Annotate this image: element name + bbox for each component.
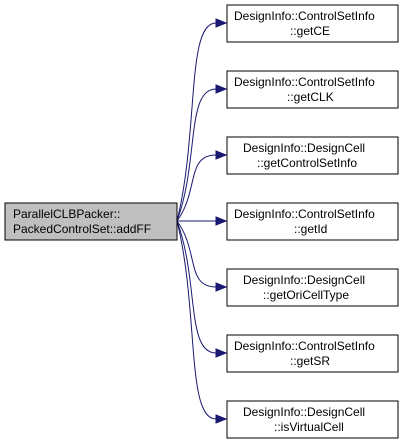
call-edges <box>176 18 228 424</box>
callee-node-getid[interactable]: DesignInfo::ControlSetInfo ::getId <box>226 202 399 241</box>
call-edge-line <box>176 88 217 222</box>
callee-node-label-line2: ::getControlSetInfo <box>257 156 357 170</box>
callee-node-box <box>226 4 399 43</box>
root-node[interactable]: ParallelCLBPacker:: PackedControlSet::ad… <box>4 202 178 241</box>
call-edge-line <box>176 220 217 288</box>
callee-node-getcontrolsetinfo[interactable]: DesignInfo::DesignCell ::getControlSetIn… <box>226 136 399 175</box>
call-edge-line <box>176 154 217 222</box>
callee-node-label-line2: ::getOriCellType <box>263 288 349 302</box>
call-edge-arrowhead <box>215 348 228 358</box>
callee-node-label-line2: ::getId <box>294 222 327 236</box>
callee-node-box <box>226 70 399 109</box>
call-edge-arrowhead <box>215 150 228 160</box>
callee-node-box <box>226 334 399 373</box>
callee-node-label-line2: ::getSR <box>290 354 330 368</box>
call-edge-arrowhead <box>215 282 228 292</box>
callee-node-getce[interactable]: DesignInfo::ControlSetInfo ::getCE <box>226 4 399 43</box>
callee-node-label-line1: DesignInfo::DesignCell <box>243 405 365 419</box>
callee-node-label-line1: DesignInfo::ControlSetInfo <box>234 75 375 89</box>
callee-node-box <box>226 202 399 241</box>
call-edge-line <box>176 220 217 354</box>
call-edge-arrowhead <box>215 18 228 28</box>
callee-node-isvirtualcell[interactable]: DesignInfo::DesignCell ::isVirtualCell <box>226 400 399 439</box>
callee-node-label-line1: DesignInfo::ControlSetInfo <box>234 339 375 353</box>
callee-node-label-line2: ::getCLK <box>287 90 334 104</box>
call-edge-line <box>176 220 217 420</box>
callee-node-getoricelltype[interactable]: DesignInfo::DesignCell ::getOriCellType <box>226 268 399 307</box>
call-edge-line <box>176 22 217 222</box>
call-edge-arrowhead <box>215 84 228 94</box>
root-node-label-line1: ParallelCLBPacker:: <box>13 207 120 221</box>
callee-node-box <box>226 268 399 307</box>
callee-node-label-line1: DesignInfo::ControlSetInfo <box>234 9 375 23</box>
root-node-label-line2: PackedControlSet::addFF <box>13 222 151 236</box>
callee-node-label-line1: DesignInfo::DesignCell <box>243 273 365 287</box>
call-edge-arrowhead <box>215 414 228 424</box>
callee-node-label-line1: DesignInfo::ControlSetInfo <box>234 207 375 221</box>
callee-node-label-line2: ::isVirtualCell <box>274 420 344 434</box>
callee-node-box <box>226 136 399 175</box>
call-edge-arrowhead <box>215 216 228 226</box>
callee-node-box <box>226 400 399 439</box>
callee-node-label-line1: DesignInfo::DesignCell <box>243 141 365 155</box>
callee-node-label-line2: ::getCE <box>290 24 330 38</box>
callee-node-getsr[interactable]: DesignInfo::ControlSetInfo ::getSR <box>226 334 399 373</box>
root-node-box <box>4 202 178 241</box>
callee-node-getclk[interactable]: DesignInfo::ControlSetInfo ::getCLK <box>226 70 399 109</box>
